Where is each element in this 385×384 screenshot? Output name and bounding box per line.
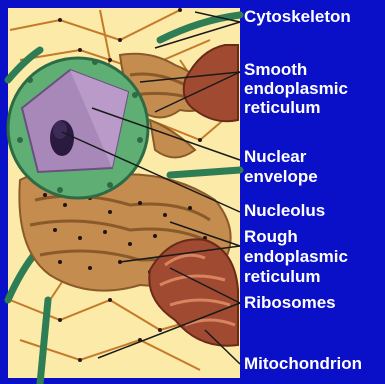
- label-mitochondrion: Mitochondrion: [244, 355, 362, 373]
- nucleolus-highlight: [53, 121, 67, 139]
- label-rough-er-line1: Rough: [244, 228, 298, 246]
- label-nuclear-envelope-line1: Nuclear: [244, 148, 306, 166]
- nucleus: [8, 58, 148, 198]
- label-cytoskeleton: Cytoskeleton: [244, 8, 351, 26]
- label-rough-er-line3: reticulum: [244, 268, 321, 286]
- label-ribosomes: Ribosomes: [244, 294, 336, 312]
- label-smooth-er-line2: endoplasmic: [244, 80, 348, 98]
- label-nucleolus: Nucleolus: [244, 202, 325, 220]
- label-nuclear-envelope-line2: envelope: [244, 168, 318, 186]
- label-smooth-er-line1: Smooth: [244, 61, 307, 79]
- label-rough-er-line2: endoplasmic: [244, 248, 348, 266]
- label-smooth-er-line3: reticulum: [244, 99, 321, 117]
